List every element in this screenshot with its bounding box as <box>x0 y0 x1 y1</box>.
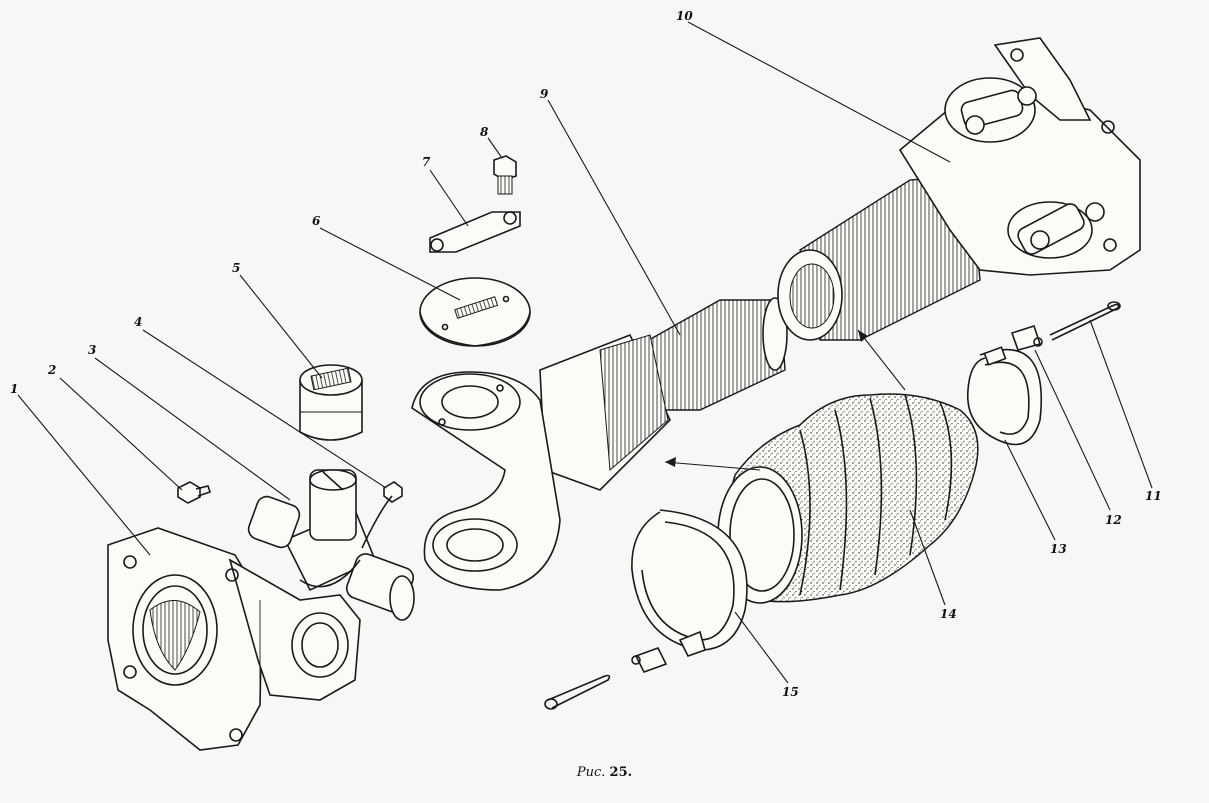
caption-number: 25. <box>609 765 633 780</box>
bearing-cup <box>299 364 363 441</box>
callout-7: 7 <box>422 155 431 169</box>
rubber-boot <box>717 393 979 604</box>
callout-3: 3 <box>88 343 96 357</box>
cover-disc <box>419 277 531 347</box>
leader-lines <box>17 21 1153 684</box>
cotter-pin-bottom <box>544 674 611 710</box>
assembly-arrows <box>664 329 906 471</box>
callout-8: 8 <box>480 125 489 139</box>
callout-14: 14 <box>940 607 957 621</box>
callout-10: 10 <box>676 9 693 23</box>
cotter-pin-right <box>1049 301 1121 341</box>
callout-5: 5 <box>232 261 240 275</box>
callout-12: 12 <box>1105 513 1122 527</box>
grease-nipple <box>177 481 212 504</box>
callout-4: 4 <box>134 315 142 329</box>
spider-cross <box>247 469 415 621</box>
small-grease-nipple <box>361 481 403 549</box>
callout-15: 15 <box>782 685 799 699</box>
flange-yoke-right <box>777 37 1141 341</box>
callout-13: 13 <box>1050 542 1067 556</box>
figure-caption: Рис. 25. <box>0 765 1209 780</box>
bolt <box>493 155 517 195</box>
callout-9: 9 <box>540 87 549 101</box>
callout-11: 11 <box>1145 489 1162 503</box>
clamp-band-right <box>966 346 1042 446</box>
clamp-band-bottom <box>631 509 748 657</box>
clamp-clip-bottom <box>631 647 668 673</box>
caption-prefix: Рис. <box>576 765 606 780</box>
clamp-clip-right <box>1010 324 1043 351</box>
callout-labels: 1 2 3 4 5 6 7 8 9 10 11 12 13 14 15 <box>10 9 1162 699</box>
callout-1: 1 <box>10 382 18 396</box>
lock-plate <box>429 211 521 253</box>
callout-6: 6 <box>312 214 321 228</box>
flange-yoke-left <box>107 527 361 751</box>
callout-2: 2 <box>47 363 56 377</box>
